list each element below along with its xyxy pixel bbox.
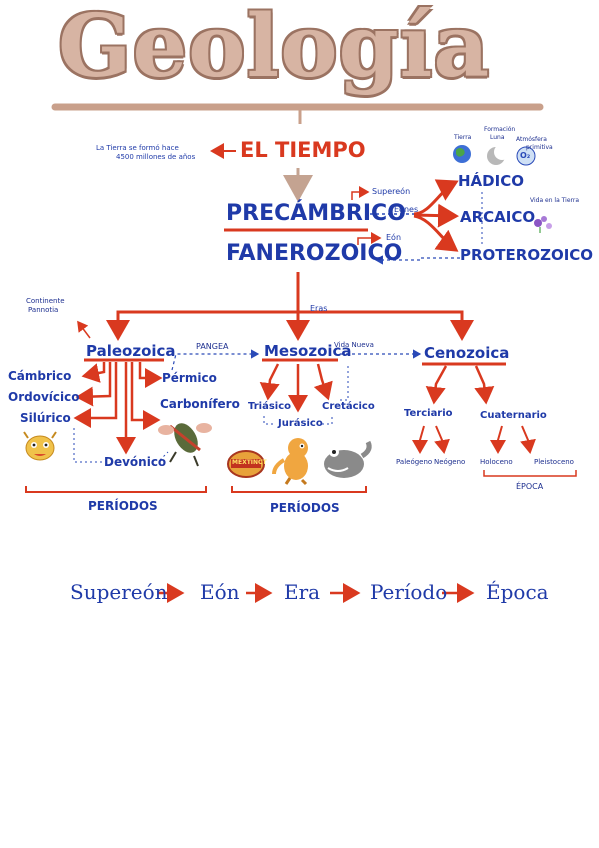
dinosaur-grey-illustration: [324, 440, 372, 478]
fanerozoico-label: FANEROZOICO: [226, 241, 403, 266]
periodo-cretacico: Cretácico: [322, 401, 375, 412]
earth-icon: [453, 145, 471, 163]
atmosphere-icon: [516, 146, 536, 166]
periodos-label-paleozoica: PERÍODOS: [88, 499, 158, 513]
eones-label: Eones: [394, 205, 419, 214]
epoca-neogeno: Neógeno: [434, 458, 466, 466]
vida-tierra-label: Vida en la Tierra: [530, 197, 580, 204]
periodo-silurico: Silúrico: [20, 411, 71, 425]
periodo-devonico: Devónico: [104, 455, 167, 469]
el-tiempo-label: EL TIEMPO: [240, 138, 366, 162]
moon-icon: [487, 144, 510, 165]
trilobite-illustration: [23, 431, 57, 461]
epoca-pleistoceno: Pleistoceno: [534, 458, 574, 466]
periodos-label-mesozoica: PERÍODOS: [270, 501, 340, 515]
era-mesozoica: Mesozoica: [264, 342, 352, 360]
tierra-icon-label: Tierra: [454, 134, 472, 141]
continente-label-line1: Continente: [26, 297, 65, 305]
hierarchy-era: Era: [284, 580, 321, 604]
periodo-terciario: Terciario: [404, 408, 453, 419]
o2-label: O₂: [520, 151, 531, 160]
mextinct-text: MEXTINCT: [232, 459, 267, 466]
periodo-ordovicico: Ordovícico: [8, 390, 80, 404]
hierarchy-supereon: Supereón: [70, 580, 168, 604]
tierra-note-line2: 4500 millones de años: [116, 153, 196, 161]
periodo-triasico: Triásico: [248, 401, 292, 412]
periodo-cambrico: Cámbrico: [8, 369, 72, 383]
continente-label-line2: Pannotia: [28, 306, 59, 314]
flower-icon: [534, 216, 552, 233]
pangea-label: PANGEA: [196, 342, 229, 351]
hierarchy-periodo: Período: [370, 580, 448, 604]
formacion-label-line2: Luna: [490, 134, 505, 141]
eon-label: Eón: [386, 233, 402, 242]
atmosfera-label-line2: primitiva: [526, 144, 553, 151]
periodo-carbonifero: Carbonífero: [160, 397, 240, 411]
formacion-label-line1: Formación: [484, 126, 516, 133]
hierarchy-eon: Eón: [200, 580, 240, 604]
era-cenozoica: Cenozoica: [424, 344, 510, 362]
epoca-paleogeno: Paleógeno: [396, 458, 433, 466]
atmosfera-label-line1: Atmósfera: [516, 136, 547, 143]
era-paleozoica: Paleozoica: [86, 342, 176, 360]
supereon-label: Supereón: [372, 187, 411, 196]
epoca-holoceno: Holoceno: [480, 458, 513, 466]
dinosaur-orange-illustration: [272, 438, 308, 486]
prehistoric-insect-illustration: [158, 423, 212, 467]
tierra-note-line1: La Tierra se formó hace: [96, 144, 179, 152]
arcaico-label: ARCAICO: [460, 208, 536, 226]
eras-label: Eras: [310, 304, 328, 313]
epoca-label: ÉPOCA: [516, 482, 544, 491]
periodo-jurasico: Jurásico: [278, 418, 323, 429]
hierarchy-epoca: Época: [486, 580, 549, 604]
hadico-label: HÁDICO: [458, 172, 524, 190]
vida-nueva-label: Vida Nueva: [334, 341, 374, 349]
precambrico-label: PRECÁMBRICO: [226, 201, 406, 226]
periodo-cuaternario: Cuaternario: [480, 410, 547, 421]
periodo-permico: Pérmico: [162, 371, 217, 385]
proterozoico-label: PROTEROZOICO: [460, 246, 594, 264]
page-title: Geología: [58, 0, 491, 97]
mextinct-logo: [227, 450, 265, 478]
